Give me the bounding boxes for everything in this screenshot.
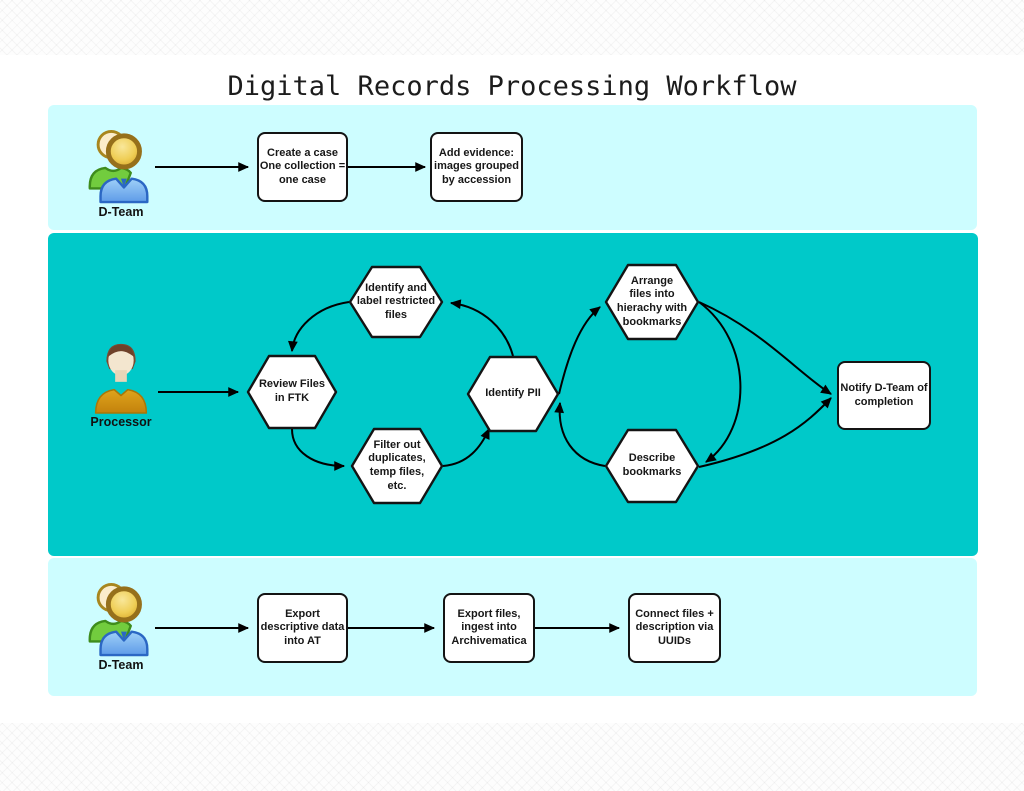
flow-node-export-descriptive: Export descriptive data into AT: [257, 593, 348, 663]
flow-node-add-evidence: Add evidence: images grouped by accessio…: [430, 132, 523, 202]
flow-node-describe-bookmarks: Describe bookmarks: [604, 428, 700, 504]
hexagon-shape: [604, 263, 700, 341]
flow-node-filter-duplicates: Filter out duplicates, temp files, etc.: [350, 427, 444, 505]
node-label: Describe bookmarks: [622, 452, 682, 478]
node-label: Export files, ingest into Archivematica: [451, 607, 527, 647]
node-label: Connect files + description via UUIDs: [635, 607, 714, 647]
node-label: Filter out duplicates, temp files, etc.: [368, 438, 426, 492]
actor-dteam-bottom: D-Team: [81, 581, 161, 672]
flow-node-connect-files: Connect files + description via UUIDs: [628, 593, 721, 663]
node-label: Review Files in FTK: [258, 378, 326, 404]
actor-processor: Processor: [89, 338, 153, 429]
person-avatar-icon: [94, 343, 148, 414]
node-label: Notify D-Team of completion: [840, 381, 928, 408]
group-avatar-icon: [88, 129, 149, 204]
flow-node-identify-label-restricted: Identify and label restricted files: [348, 265, 444, 339]
node-label: Identify and label restricted files: [356, 281, 436, 321]
flow-node-arrange-files: Arrange files into hierachy with bookmar…: [604, 263, 700, 341]
node-label: Identify PII: [485, 387, 541, 400]
flow-node-create-case: Create a case One collection = one case: [257, 132, 348, 202]
actor-label: D-Team: [98, 205, 144, 219]
hexagon-shape: [604, 428, 700, 504]
node-label: Export descriptive data into AT: [260, 607, 345, 647]
flow-node-review-files: Review Files in FTK: [246, 354, 338, 430]
page-title: Digital Records Processing Workflow: [227, 71, 797, 102]
node-label: Create a case One collection = one case: [259, 146, 346, 186]
hexagon-shape: [350, 427, 444, 505]
node-label: Add evidence: images grouped by accessio…: [434, 146, 519, 186]
flow-node-identify-pii: Identify PII: [466, 355, 560, 433]
actor-label: D-Team: [98, 658, 144, 672]
flow-node-notify-dteam: Notify D-Team of completion: [837, 361, 931, 430]
group-avatar-icon: [88, 582, 149, 657]
hexagon-shape: [246, 354, 338, 430]
hexagon-shape: [466, 355, 560, 433]
flow-node-export-files: Export files, ingest into Archivematica: [443, 593, 535, 663]
hexagon-shape: [348, 265, 444, 339]
actor-label: Processor: [90, 415, 152, 429]
node-label: Arrange files into hierachy with bookmar…: [616, 274, 688, 328]
actor-dteam-top: D-Team: [81, 128, 161, 219]
